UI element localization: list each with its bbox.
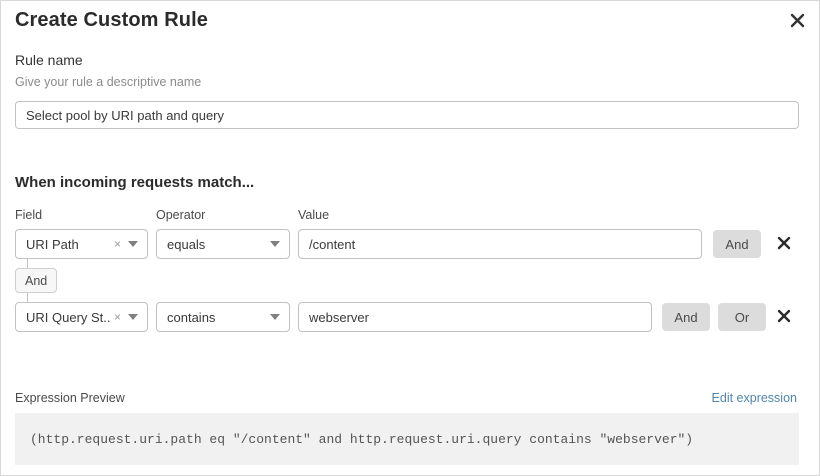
condition-row: URI Path × equals And xyxy=(1,229,819,259)
page-title: Create Custom Rule xyxy=(15,9,208,31)
operator-select-value: contains xyxy=(167,309,216,325)
chevron-down-icon xyxy=(270,241,280,247)
field-select-row-1[interactable]: URI Path × xyxy=(15,229,148,259)
and-button-row-2[interactable]: And xyxy=(662,303,710,331)
chevron-down-icon xyxy=(128,314,138,320)
and-button-row-1[interactable]: And xyxy=(713,230,761,258)
expression-preview-text: (http.request.uri.path eq "/content" and… xyxy=(30,431,694,447)
operator-select-row-1[interactable]: equals xyxy=(156,229,290,259)
clear-icon[interactable]: × xyxy=(113,310,121,324)
rule-name-label: Rule name xyxy=(15,52,83,68)
or-button-row-2[interactable]: Or xyxy=(718,303,766,331)
column-header-value: Value xyxy=(298,208,330,222)
chevron-down-icon xyxy=(270,314,280,320)
match-section-heading: When incoming requests match... xyxy=(15,174,255,191)
close-icon xyxy=(790,13,805,28)
connector-line-top xyxy=(27,259,28,269)
rule-name-help-text: Give your rule a descriptive name xyxy=(15,75,202,89)
edit-expression-link[interactable]: Edit expression xyxy=(711,391,797,405)
operator-select-row-2[interactable]: contains xyxy=(156,302,290,332)
operator-select-value: equals xyxy=(167,236,206,252)
column-header-operator: Operator xyxy=(156,208,206,222)
expression-preview-box: (http.request.uri.path eq "/content" and… xyxy=(15,413,799,465)
connector-line-bottom xyxy=(27,292,28,302)
chevron-down-icon xyxy=(128,241,138,247)
field-select-value: URI Query St... xyxy=(26,309,110,325)
column-header-field: Field xyxy=(15,208,43,222)
remove-condition-button-row-2[interactable] xyxy=(773,306,795,328)
close-icon xyxy=(777,309,791,326)
condition-row: URI Query St... × contains And Or xyxy=(1,302,819,332)
remove-condition-button-row-1[interactable] xyxy=(773,233,795,255)
rule-name-input[interactable] xyxy=(15,101,799,129)
expression-preview-label: Expression Preview xyxy=(15,391,125,405)
field-select-row-2[interactable]: URI Query St... × xyxy=(15,302,148,332)
clear-icon[interactable]: × xyxy=(113,237,121,251)
field-select-value: URI Path xyxy=(26,236,79,252)
value-input-row-1[interactable] xyxy=(298,229,702,259)
value-input-row-2[interactable] xyxy=(298,302,652,332)
close-icon xyxy=(777,236,791,253)
row-connector-and[interactable]: And xyxy=(15,268,58,293)
close-dialog-button[interactable] xyxy=(785,8,809,32)
